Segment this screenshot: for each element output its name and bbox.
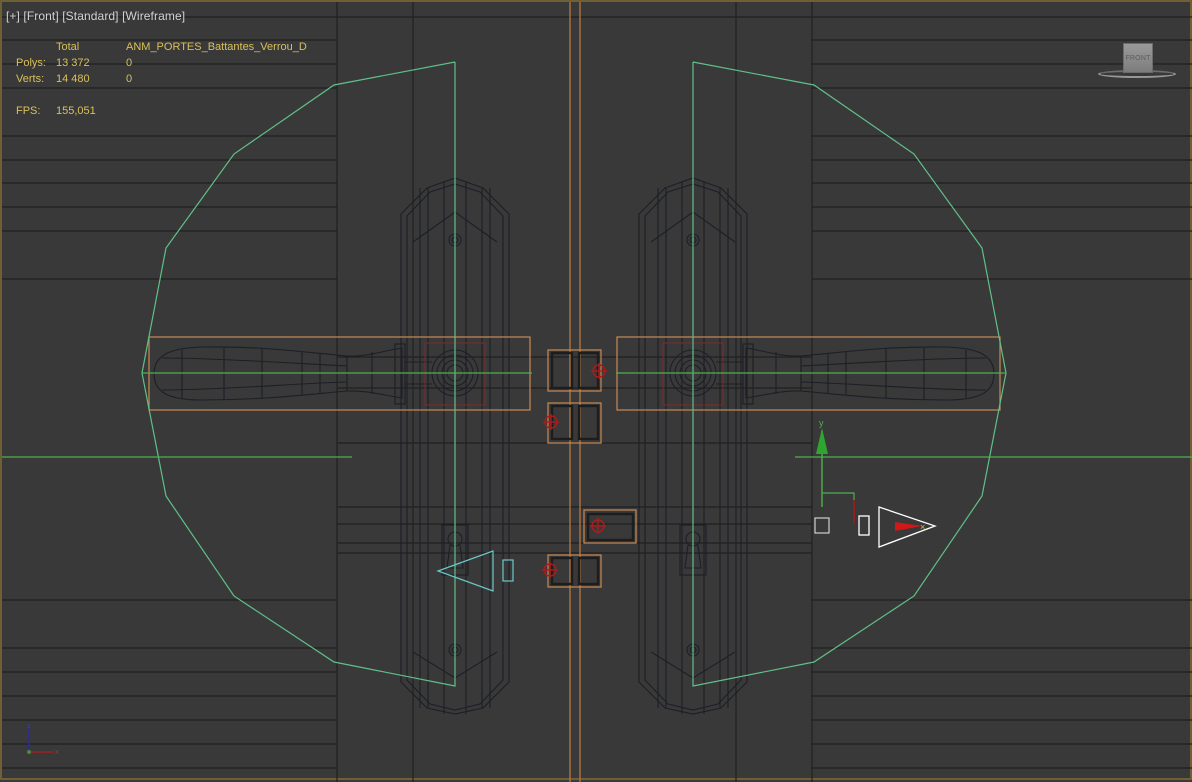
camera-object xyxy=(436,550,514,592)
axis-z-label: z xyxy=(27,723,31,730)
stats-total-value: 14 480 xyxy=(56,73,90,85)
stats-selection-value: 0 xyxy=(126,57,133,69)
viewcube[interactable]: FRONT xyxy=(1096,42,1176,82)
gizmo-axis-label: y xyxy=(819,418,824,428)
stats-total-value: 13 372 xyxy=(56,57,90,69)
viewport-point-of-view[interactable]: [Front] xyxy=(23,9,59,23)
lever-handle-left xyxy=(153,343,479,405)
viewport-display-mode[interactable]: [Wireframe] xyxy=(122,9,186,23)
lever-handle-right xyxy=(669,343,995,405)
axis-lines xyxy=(2,372,1192,458)
viewport-shading-standard[interactable]: [Standard] xyxy=(62,9,119,23)
helper-red-boxes xyxy=(424,342,724,406)
pivot-markers xyxy=(542,363,607,578)
viewcube-front-face[interactable]: FRONT xyxy=(1123,43,1153,73)
viewport-menu-plus[interactable]: [+] xyxy=(6,9,20,23)
viewport-label[interactable]: [+] [Front] [Standard] [Wireframe] xyxy=(6,9,185,23)
door-seam xyxy=(569,2,581,782)
stats-label: Polys: xyxy=(16,57,46,69)
stats-label: Verts: xyxy=(16,73,45,85)
axis-x-label: x xyxy=(55,749,59,756)
stats-total-header: Total xyxy=(56,41,80,53)
stats-selection-header: ANM_PORTES_Battantes_Verrou_D xyxy=(126,41,307,53)
transform-gizmo: y × xyxy=(814,418,937,548)
stats-selection-value: 0 xyxy=(126,73,133,85)
fps-value: 155,051 xyxy=(56,105,96,117)
fps-label: FPS: xyxy=(16,105,41,117)
svg-text:×: × xyxy=(920,522,925,532)
backplate-left xyxy=(400,177,510,715)
rotation-splines xyxy=(141,61,1007,687)
axis-tripod-icon: z x xyxy=(27,723,59,756)
fps-counter: FPS: 155,051 xyxy=(16,105,96,117)
selection-boxes xyxy=(148,336,1001,588)
